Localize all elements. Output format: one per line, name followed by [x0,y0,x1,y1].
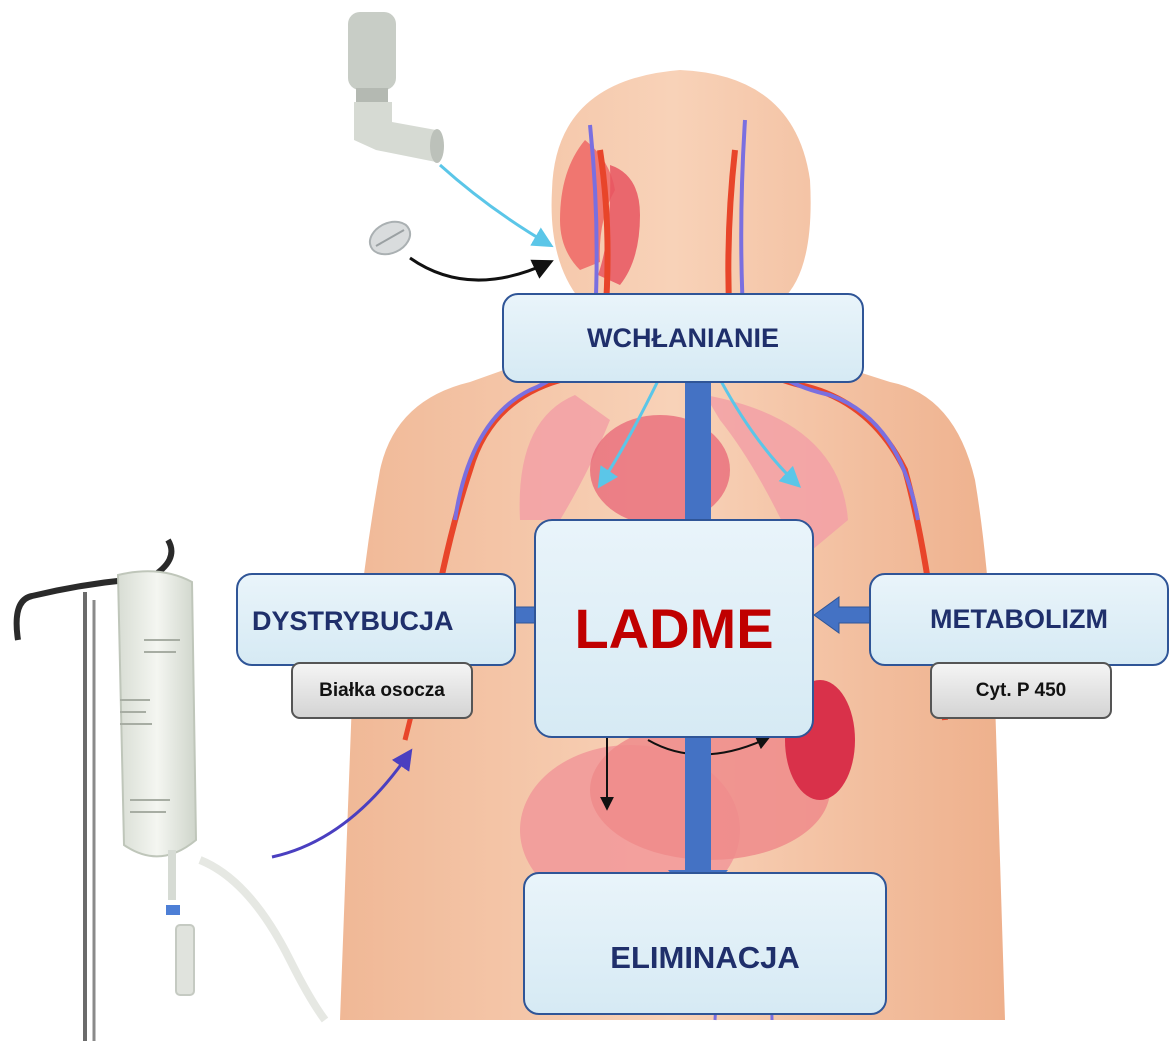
pill-icon [365,216,550,281]
absorption-label: WCHŁANIANIE [587,323,779,354]
inhaler-icon [348,12,550,245]
distribution-box: DYSTRYBUCJA [236,573,516,666]
ladme-center-box: LADME [534,519,814,738]
distribution-label: DYSTRYBUCJA [252,607,457,636]
metabolism-box: METABOLIZM [869,573,1169,666]
cytochrome-box: Cyt. P 450 [930,662,1112,719]
absorption-box: WCHŁANIANIE [502,293,864,383]
ladme-title: LADME [574,596,773,661]
cytochrome-label: Cyt. P 450 [976,680,1066,702]
plasma-proteins-label: Białka osocza [319,680,445,702]
plasma-proteins-box: Białka osocza [291,662,473,719]
elimination-box: ELIMINACJA [523,872,887,1015]
elimination-label: ELIMINACJA [610,940,799,976]
metabolism-label: METABOLIZM [930,604,1108,635]
